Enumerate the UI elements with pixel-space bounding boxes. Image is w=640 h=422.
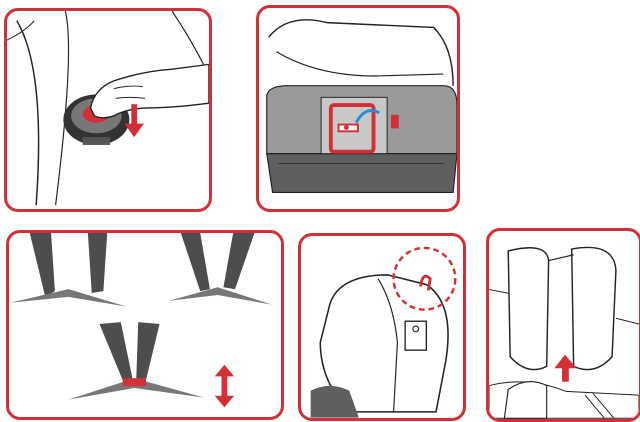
headrest-raise-illustration (489, 231, 639, 419)
step-panel-harness-adjust (6, 230, 284, 420)
step-panel-press-button (4, 8, 212, 212)
step-panel-headrest-raise (486, 228, 640, 422)
step-panel-latch-detail (256, 5, 460, 212)
latch-detail-illustration (259, 8, 457, 209)
seat-back-illustration (301, 236, 463, 418)
double-arrow-vertical-icon (215, 365, 234, 408)
step-panel-seat-back (298, 233, 466, 421)
buckle-highlight (123, 378, 146, 386)
harness-adjust-illustration (9, 233, 281, 417)
press-button-illustration (7, 11, 209, 209)
